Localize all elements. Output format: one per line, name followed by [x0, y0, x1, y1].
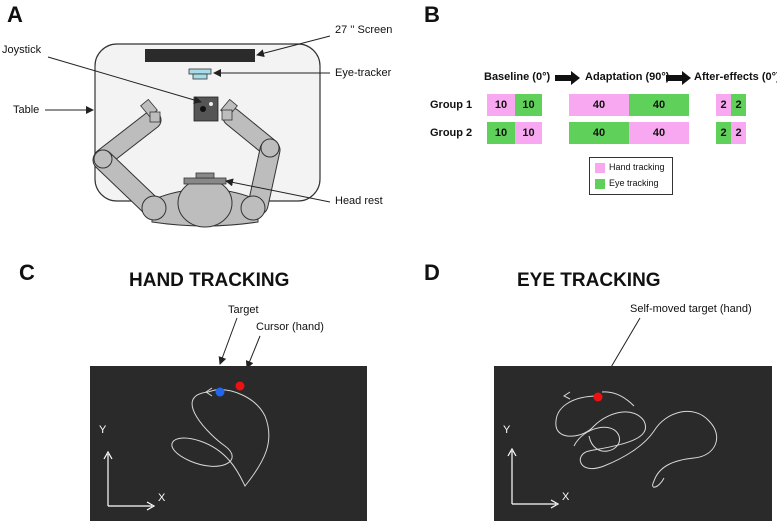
legend-swatch-eye — [595, 179, 605, 189]
hand-trajectory-plot — [103, 381, 270, 511]
panel-c-letter: C — [19, 260, 35, 285]
eye-tracking-screen: Y X — [494, 366, 772, 521]
arrow-right-icon — [555, 71, 580, 85]
g2-adaptation-cell-1: 40 — [569, 122, 629, 144]
group-1-label: Group 1 — [430, 99, 473, 111]
g1-adaptation-cell-2: 40 — [629, 94, 689, 116]
eye-trajectory-plot — [507, 391, 718, 509]
target-label: Target — [228, 304, 259, 316]
panel-d-letter: D — [424, 260, 440, 285]
screen-bar — [145, 49, 255, 62]
panel-c-title: HAND TRACKING — [129, 270, 290, 291]
legend-label-hand: Hand tracking — [609, 162, 665, 172]
panel-b-letter: B — [424, 2, 440, 27]
table-label: Table — [13, 104, 40, 116]
g1-adaptation-cell-1: 40 — [569, 94, 629, 116]
panel-d-y-axis-label: Y — [503, 424, 511, 436]
arrow-right-icon — [666, 71, 691, 85]
panel-d-pointer — [606, 317, 641, 375]
g2-baseline-cell-2: 10 — [515, 122, 542, 144]
joystick-label: Joystick — [2, 44, 42, 56]
tracking-legend: Hand tracking Eye tracking — [589, 157, 673, 195]
setup-diagram — [45, 35, 331, 228]
phase-adaptation-header: Adaptation (90°) — [585, 71, 670, 83]
panel-c-y-axis-label: Y — [99, 424, 107, 436]
head-rest-shape — [183, 177, 227, 185]
g1-baseline-cell-2: 10 — [515, 94, 542, 116]
cursor-label: Cursor (hand) — [256, 321, 324, 333]
phase-aftereffects-header: After-effects (0°) — [694, 71, 777, 83]
g1-baseline-cell-1: 10 — [487, 94, 515, 116]
eye-tracker-shape — [188, 68, 212, 75]
self-moved-target-dot — [593, 392, 603, 402]
g1-aftereffects-cell-1: 2 — [716, 94, 731, 116]
panel-c-pointers — [218, 317, 261, 369]
g2-aftereffects-cell-1: 2 — [716, 122, 731, 144]
head-shape — [177, 178, 233, 228]
legend-swatch-hand — [595, 163, 605, 173]
g2-baseline-cell-1: 10 — [487, 122, 515, 144]
eye-tracker-label: Eye-tracker — [335, 67, 392, 79]
target-dot — [215, 387, 225, 397]
g1-aftereffects-cell-2: 2 — [731, 94, 746, 116]
screen-label: 27 '' Screen — [335, 24, 393, 36]
phase-baseline-header: Baseline (0°) — [484, 71, 551, 83]
panel-a-letter: A — [7, 2, 23, 27]
panel-d-x-axis-label: X — [562, 491, 570, 503]
g2-aftereffects-cell-2: 2 — [731, 122, 746, 144]
group-2-label: Group 2 — [430, 127, 473, 139]
panel-c-x-axis-label: X — [158, 492, 166, 504]
g2-adaptation-cell-2: 40 — [629, 122, 689, 144]
panel-d-title: EYE TRACKING — [517, 270, 661, 291]
head-rest-label: Head rest — [335, 195, 383, 207]
legend-label-eye: Eye tracking — [609, 178, 659, 188]
cursor-dot — [235, 381, 245, 391]
hand-tracking-screen: Y X — [90, 366, 367, 521]
self-moved-target-label: Self-moved target (hand) — [630, 303, 752, 315]
